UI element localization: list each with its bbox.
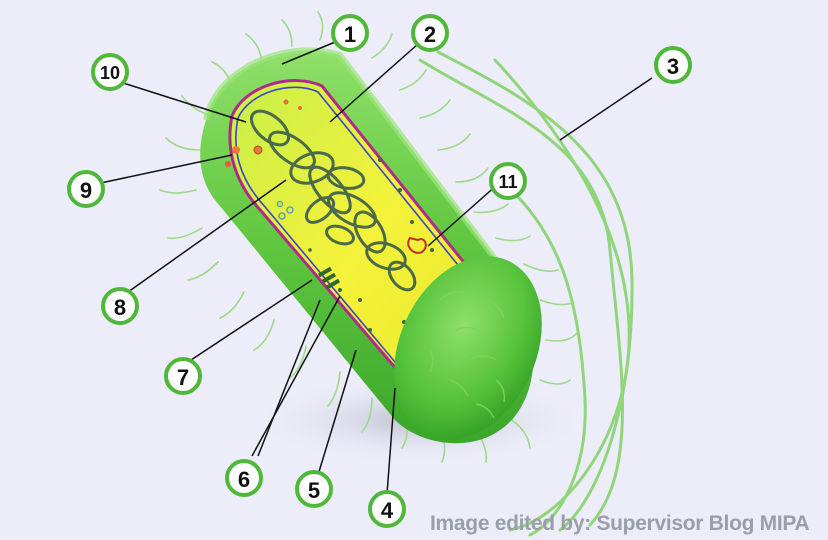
badge-9: 9: [69, 172, 103, 206]
badge-label-2: 2: [424, 22, 436, 47]
badge-label-3: 3: [667, 54, 679, 79]
badge-label-5: 5: [308, 478, 320, 503]
badge-4: 4: [370, 492, 404, 526]
badge-6: 6: [227, 461, 261, 495]
badge-label-8: 8: [114, 295, 126, 320]
badge-2: 2: [413, 16, 447, 50]
badge-8: 8: [103, 289, 137, 323]
badge-10: 10: [93, 55, 127, 89]
badge-5: 5: [297, 472, 331, 506]
badge-label-1: 1: [344, 22, 356, 47]
badge-7: 7: [166, 359, 200, 393]
badge-label-11: 11: [498, 172, 517, 192]
badge-label-7: 7: [177, 365, 189, 390]
badge-label-9: 9: [80, 178, 92, 203]
badge-11: 11: [491, 164, 525, 198]
badge-label-6: 6: [238, 467, 250, 492]
badge-3: 3: [656, 48, 690, 82]
badge-label-4: 4: [381, 498, 394, 523]
badge-label-10: 10: [100, 63, 120, 83]
badge-1: 1: [333, 16, 367, 50]
image-credit: Image edited by: Supervisor Blog MIPA: [430, 512, 809, 536]
